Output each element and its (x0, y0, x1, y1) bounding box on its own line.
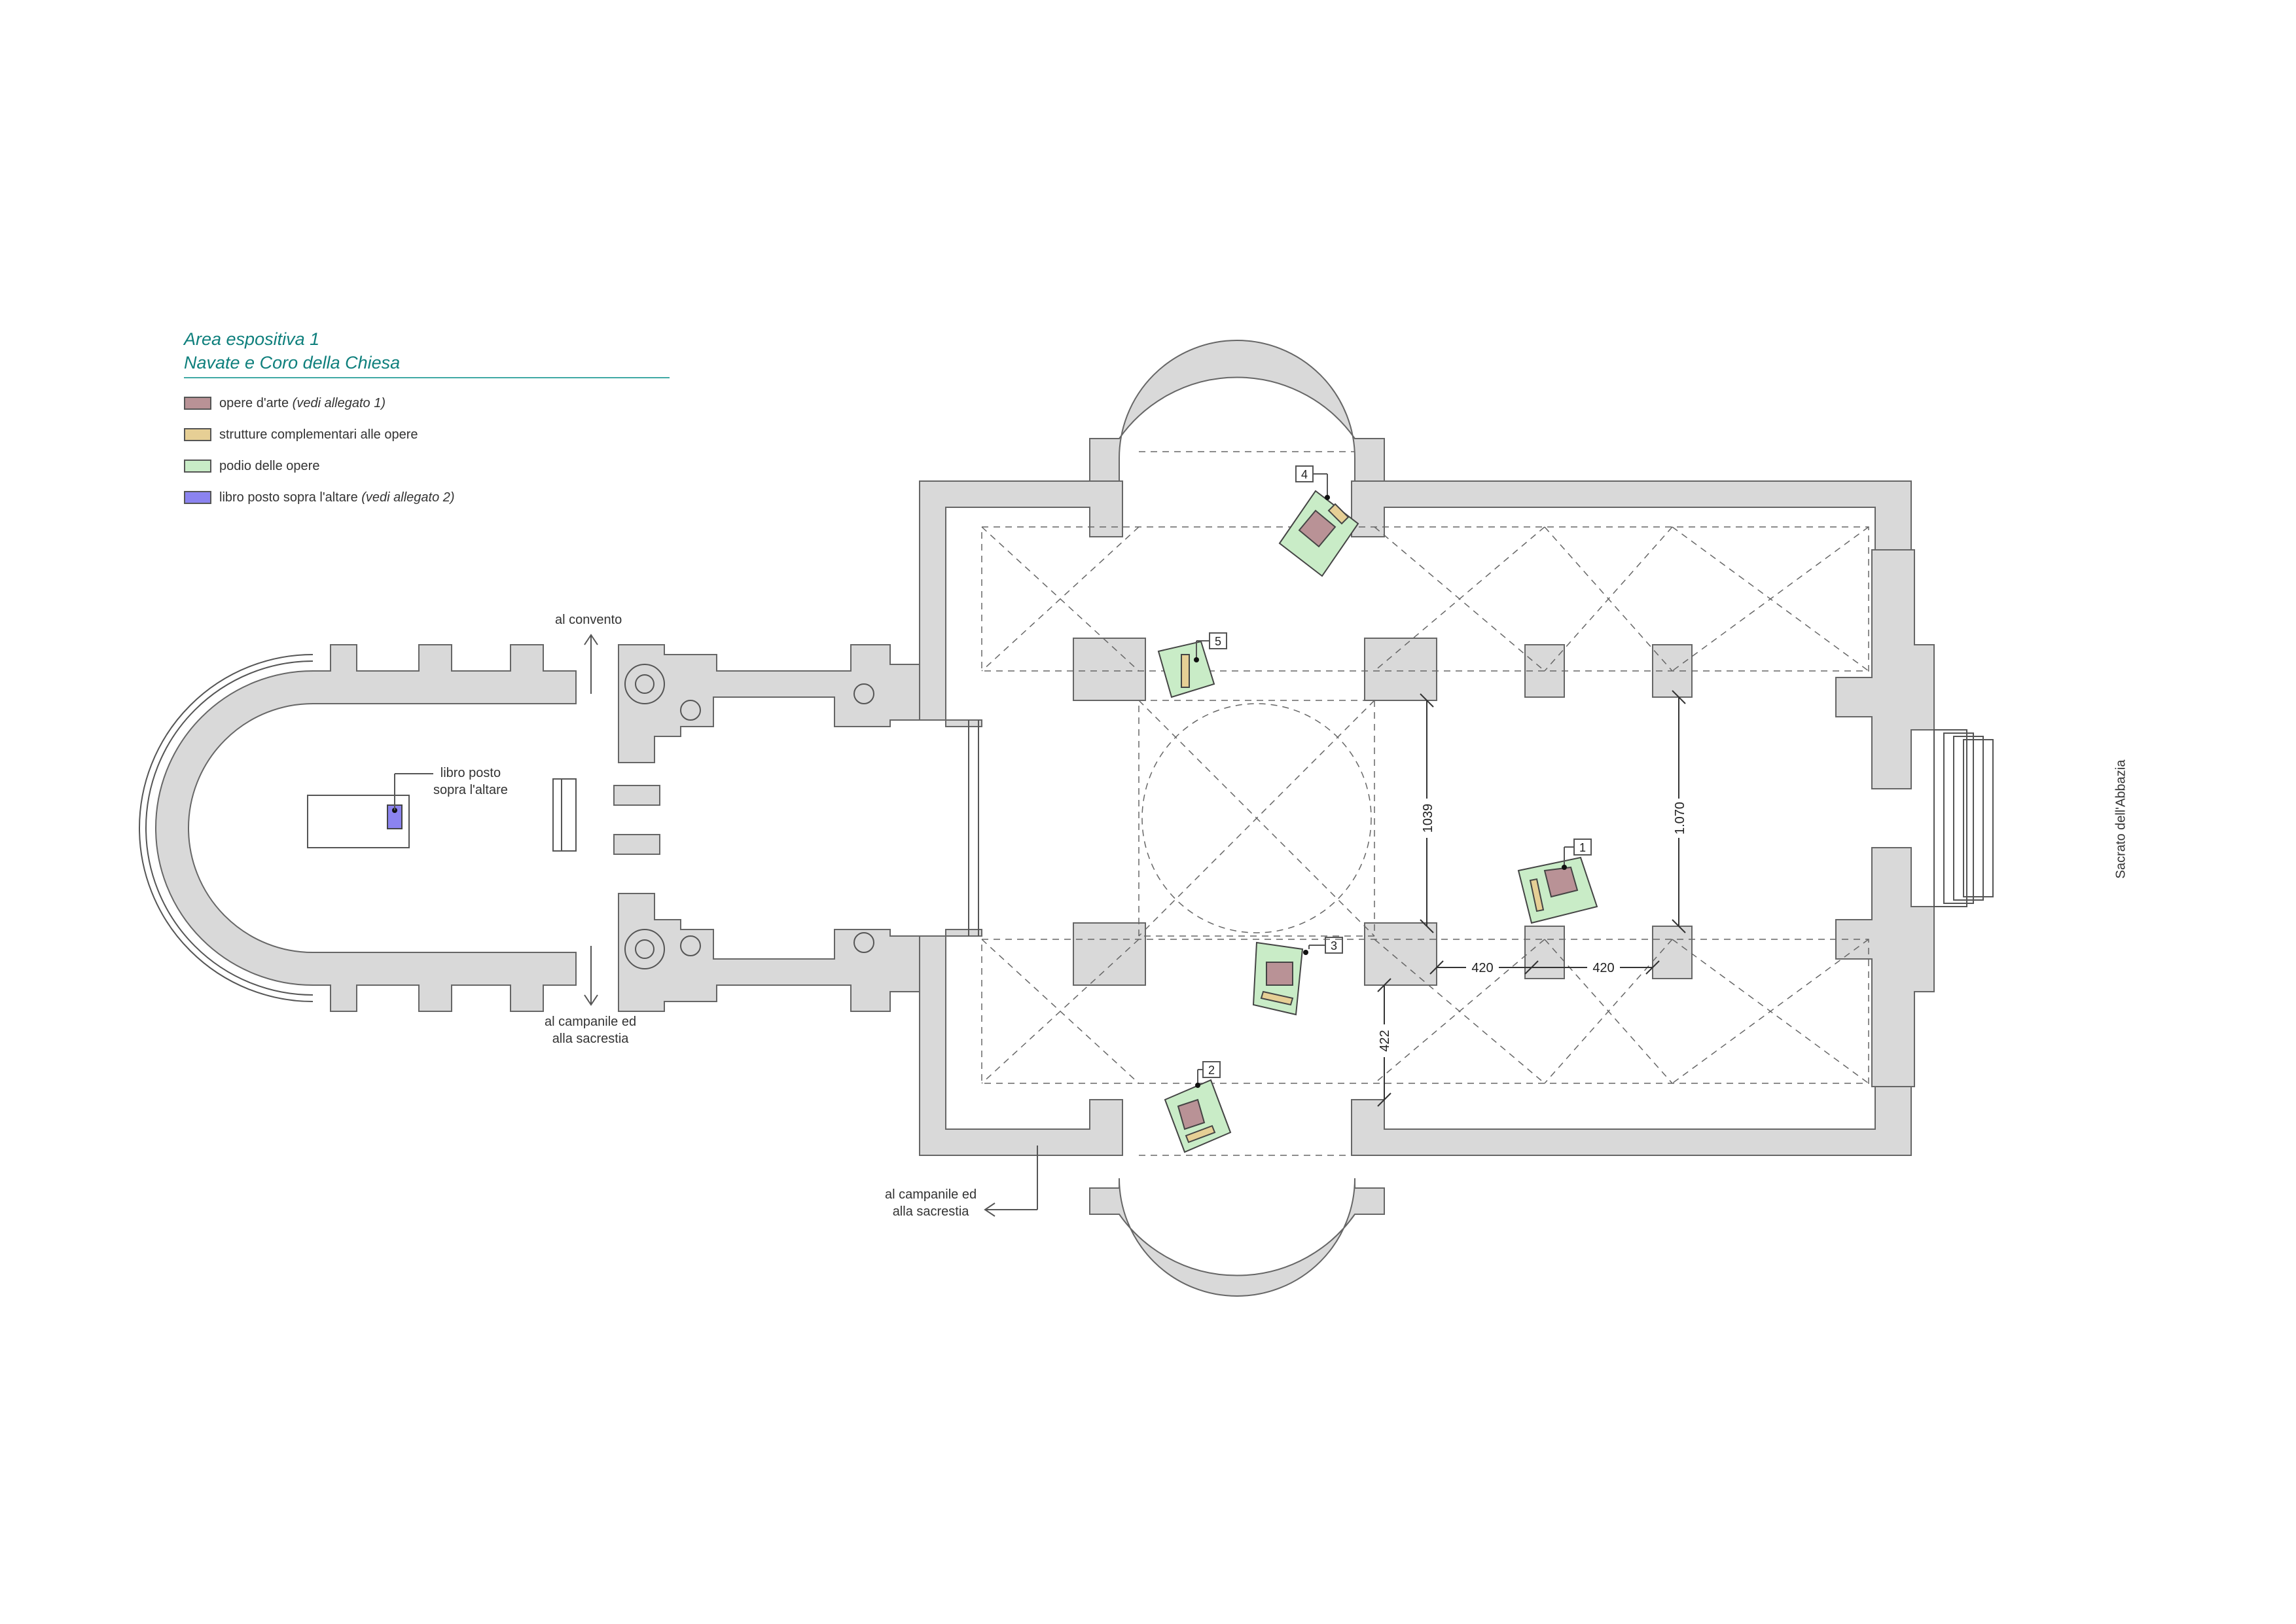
direction-arrows (584, 634, 1038, 1217)
marker-3: 3 (1331, 939, 1337, 952)
dim-422: 422 (1378, 1030, 1392, 1051)
legend-item-libro: libro posto sopra l'altare (vedi allegat… (184, 490, 455, 505)
note-libro-altare: libro posto sopra l'altare (433, 766, 508, 797)
title-line-1: Area espositiva 1 (184, 329, 320, 349)
exhibit-5: 5 (1157, 632, 1227, 698)
legend-label: strutture complementari alle opere (219, 427, 418, 442)
note-sacrato-abbazia: Sacrato dell'Abbazia (2113, 759, 2128, 879)
exhibit-1: 1 (1517, 839, 1598, 924)
legend: opere d'arte (vedi allegato 1) strutture… (184, 395, 455, 521)
legend-label: podio delle opere (219, 458, 320, 473)
note-al-campanile-2: al campanile ed alla sacrestia (885, 1187, 977, 1219)
exhibit-4: 4 (1278, 465, 1359, 577)
marker-5: 5 (1215, 635, 1221, 648)
title-line-2: Navate e Coro della Chiesa (184, 353, 401, 372)
legend-label: libro posto sopra l'altare (vedi allegat… (219, 490, 455, 505)
legend-label: opere d'arte (vedi allegato 1) (219, 395, 386, 410)
legend-swatch (184, 460, 211, 473)
choir-apse (139, 644, 577, 1012)
dimension-lines: 1039 1.070 420 420 422 (1376, 690, 1687, 1107)
marker-2: 2 (1208, 1064, 1215, 1077)
legend-item-opere: opere d'arte (vedi allegato 1) (184, 395, 455, 411)
marker-1: 1 (1579, 841, 1586, 854)
legend-item-strutture: strutture complementari alle opere (184, 427, 455, 442)
church-body (919, 340, 1994, 1297)
altar-book (387, 773, 433, 829)
marker-4: 4 (1301, 468, 1308, 481)
legend-swatch (184, 428, 211, 441)
legend-item-podio: podio delle opere (184, 458, 455, 474)
exhibit-2: 2 (1164, 1061, 1232, 1153)
note-al-convento: al convento (555, 613, 622, 627)
exhibit-3: 3 (1252, 937, 1343, 1016)
antechoir (613, 644, 920, 1012)
legend-swatch (184, 397, 211, 410)
dim-1039: 1039 (1421, 804, 1435, 833)
legend-swatch (184, 491, 211, 504)
dim-420-b: 420 (1592, 961, 1614, 975)
note-al-campanile: al campanile ed alla sacrestia (545, 1015, 637, 1046)
dim-1070: 1.070 (1673, 802, 1687, 835)
title-divider (184, 377, 670, 378)
dim-420-a: 420 (1471, 961, 1493, 975)
vault-lines (981, 451, 1869, 1156)
